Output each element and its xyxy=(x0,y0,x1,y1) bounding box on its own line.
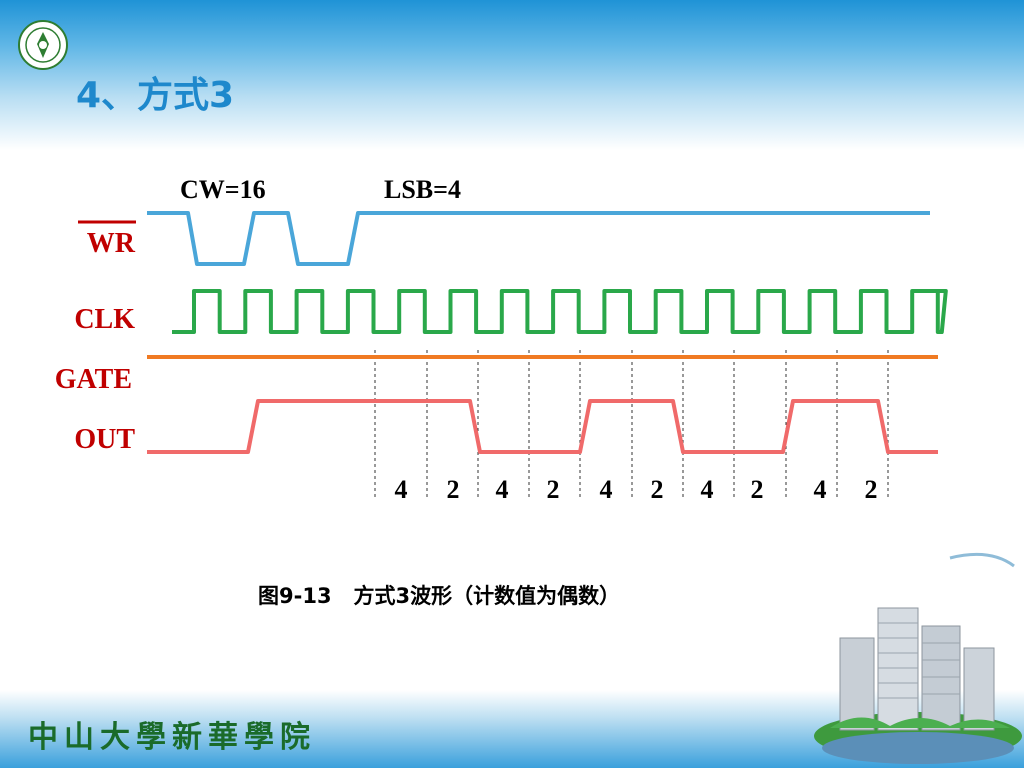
count-label: 4 xyxy=(496,475,509,504)
out-waveform xyxy=(147,399,938,454)
count-label: 2 xyxy=(447,475,460,504)
cw-label: CW=16 xyxy=(180,175,266,204)
count-label: 2 xyxy=(865,475,878,504)
count-label: 4 xyxy=(701,475,714,504)
lsb-label: LSB=4 xyxy=(384,175,461,204)
header-gradient-band xyxy=(0,0,1024,150)
signal-label-gate: GATE xyxy=(55,364,132,395)
timing-diagram: CW=16 LSB=4 WR CLK GATE OUT 4 2 4 2 4 2 … xyxy=(55,175,948,504)
slide-title: 4、方式3 xyxy=(76,75,235,116)
count-label: 2 xyxy=(547,475,560,504)
campus-building-illustration xyxy=(814,552,1022,764)
count-label: 4 xyxy=(395,475,408,504)
count-label: 4 xyxy=(600,475,613,504)
wr-waveform xyxy=(147,211,930,266)
signal-label-wr: WR xyxy=(87,228,136,259)
footer-institution-name: 中山大學新華學院 xyxy=(28,720,316,755)
university-logo-icon xyxy=(18,20,68,70)
count-label: 2 xyxy=(651,475,664,504)
count-label: 2 xyxy=(751,475,764,504)
count-labels: 4 2 4 2 4 2 4 2 4 2 xyxy=(395,475,878,504)
figure-caption: 图9-13 方式3波形（计数值为偶数） xyxy=(258,584,621,608)
clock-edge-guides xyxy=(374,350,889,500)
count-label: 4 xyxy=(814,475,827,504)
clk-waveform xyxy=(172,289,948,334)
signal-label-out: OUT xyxy=(74,424,135,455)
signal-label-clk: CLK xyxy=(74,304,135,335)
